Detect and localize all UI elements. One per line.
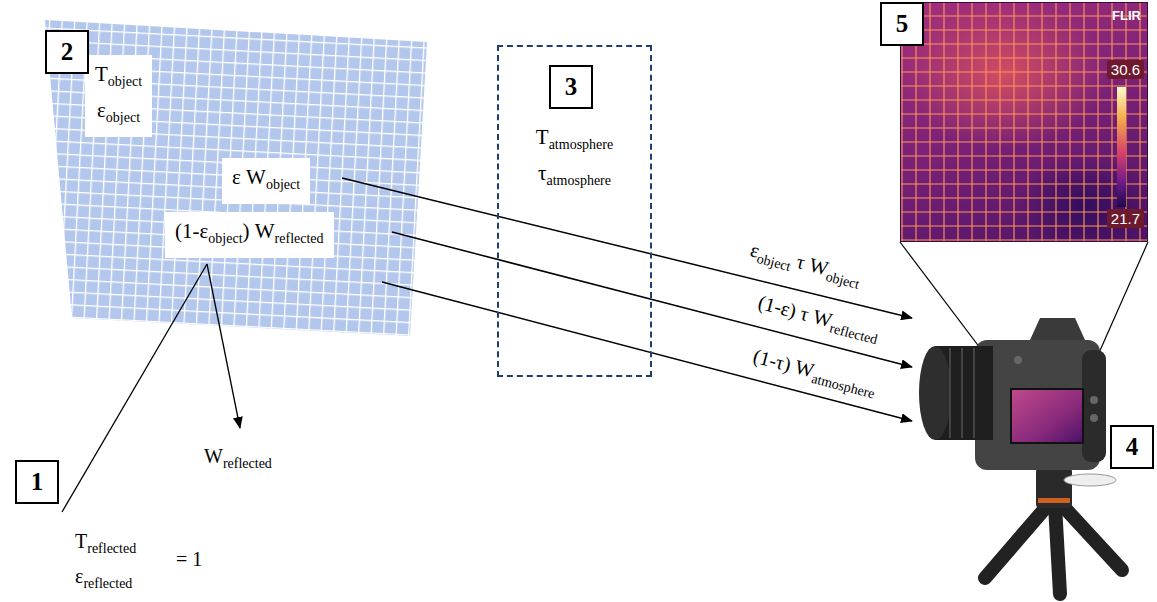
callout-number-text: 2 xyxy=(61,38,74,66)
formula-line: εobject xyxy=(95,96,142,132)
callout-number-text: 5 xyxy=(896,10,909,38)
ray-arrow xyxy=(392,232,912,367)
callout-number: 3 xyxy=(549,65,593,109)
subscript-text: reflected xyxy=(83,576,132,591)
scale-max: 30.6 xyxy=(1107,60,1144,79)
formula-label: Treflected xyxy=(75,528,136,562)
ray-label: (1-ε) τ Wreflected xyxy=(754,289,883,353)
formula-text: ε xyxy=(75,565,83,587)
subscript-text: object xyxy=(208,231,242,246)
grid-panel xyxy=(45,20,427,336)
brand-logo: FLIR xyxy=(1112,8,1141,23)
subscript-text: atmosphere xyxy=(546,173,611,188)
scale-min: 21.7 xyxy=(1107,209,1144,228)
formula-label: Wreflected xyxy=(204,443,272,477)
formula-label: = 1 xyxy=(176,546,202,572)
subscript-text: object xyxy=(824,269,861,292)
callout-number: 2 xyxy=(45,30,89,74)
formula-text: ) W xyxy=(243,219,275,243)
ray-arrow xyxy=(342,178,912,318)
formula-text: T xyxy=(536,125,549,149)
formula-text: τ xyxy=(538,161,546,185)
formula-text: ε W xyxy=(232,165,266,189)
reflection-arrow xyxy=(207,264,240,428)
formula-box: ε Wobject xyxy=(222,158,310,204)
formula-line: (1-εobject) Wreflected xyxy=(175,217,324,253)
callout-number-text: 3 xyxy=(565,73,578,101)
subscript-text: atmosphere xyxy=(549,137,614,152)
callout-number: 5 xyxy=(880,2,924,46)
formula-text: τ W xyxy=(794,250,830,279)
formula-text: ε xyxy=(97,98,106,122)
subscript-text: object xyxy=(266,177,300,192)
subscript-text: reflected xyxy=(275,231,324,246)
formula-text: (1-ε xyxy=(175,219,208,243)
leader-line xyxy=(62,264,207,512)
formula-line: ε Wobject xyxy=(232,163,300,199)
formula-line: τatmosphere xyxy=(499,159,650,195)
formula-line: Tobject xyxy=(95,60,142,96)
camera-illustration xyxy=(919,318,1122,594)
subscript-text: reflected xyxy=(87,541,136,556)
subscript-text: object xyxy=(106,110,140,125)
formula-text: (1-ε) τ W xyxy=(756,291,834,331)
subscript-text: reflected xyxy=(828,320,879,347)
callout-number: 4 xyxy=(1110,425,1154,469)
subscript-text: object xyxy=(755,251,792,274)
thermal-image: FLIR 30.6 21.7 xyxy=(900,2,1148,242)
formula-text: = 1 xyxy=(176,548,202,570)
formula-box: Tobjectεobject xyxy=(85,55,152,137)
ray-label: (1-τ) Watmosphere xyxy=(749,343,880,408)
formula-text: T xyxy=(75,530,87,552)
ray-label: εobjectτ Wobject xyxy=(746,236,865,297)
callout-number-text: 4 xyxy=(1126,433,1139,461)
color-scale-bar xyxy=(1117,87,1126,207)
callout-number-text: 1 xyxy=(31,468,44,496)
formula-text: T xyxy=(95,62,108,86)
atmosphere-region: Tatmosphereτatmosphere3 xyxy=(497,45,652,377)
formula-text: (1-τ) W xyxy=(751,345,816,382)
formula-box: (1-εobject) Wreflected xyxy=(165,212,334,258)
atmosphere-text: Tatmosphereτatmosphere xyxy=(499,123,650,195)
callout-number: 1 xyxy=(15,460,59,504)
formula-line: Tatmosphere xyxy=(499,123,650,159)
ray-arrow xyxy=(382,282,912,421)
subscript-text: object xyxy=(108,74,142,89)
formula-text: W xyxy=(204,445,223,467)
subscript-text: reflected xyxy=(223,456,272,471)
formula-label: εreflected xyxy=(75,563,132,597)
